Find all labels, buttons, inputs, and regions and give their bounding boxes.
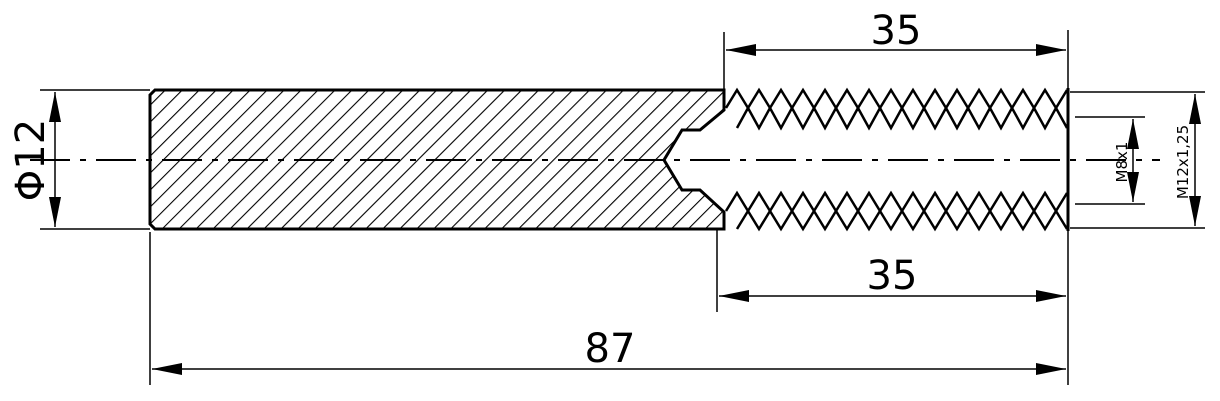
thread-crest-outer bbox=[724, 87, 1069, 111]
diameter-symbol: Φ bbox=[8, 170, 54, 201]
external-thread-top bbox=[724, 87, 1069, 131]
diameter-value: 12 bbox=[8, 119, 54, 170]
thread-crest-inner bbox=[724, 190, 1069, 214]
bottom-length-label: 35 bbox=[867, 253, 918, 299]
dimension-lines bbox=[49, 44, 1201, 375]
outer-thread-label: M12x1,25 bbox=[1174, 125, 1192, 199]
thread-crest-inner bbox=[735, 105, 1069, 131]
thread-crest-outer bbox=[735, 208, 1069, 232]
top-length-label: 35 bbox=[871, 8, 922, 54]
extension-lines bbox=[40, 30, 1205, 385]
overall-length-label: 87 bbox=[585, 326, 636, 372]
inner-thread-label: M8x1 bbox=[1113, 142, 1131, 183]
diameter-label: Φ12 bbox=[8, 119, 54, 201]
external-thread-bottom bbox=[724, 190, 1069, 232]
